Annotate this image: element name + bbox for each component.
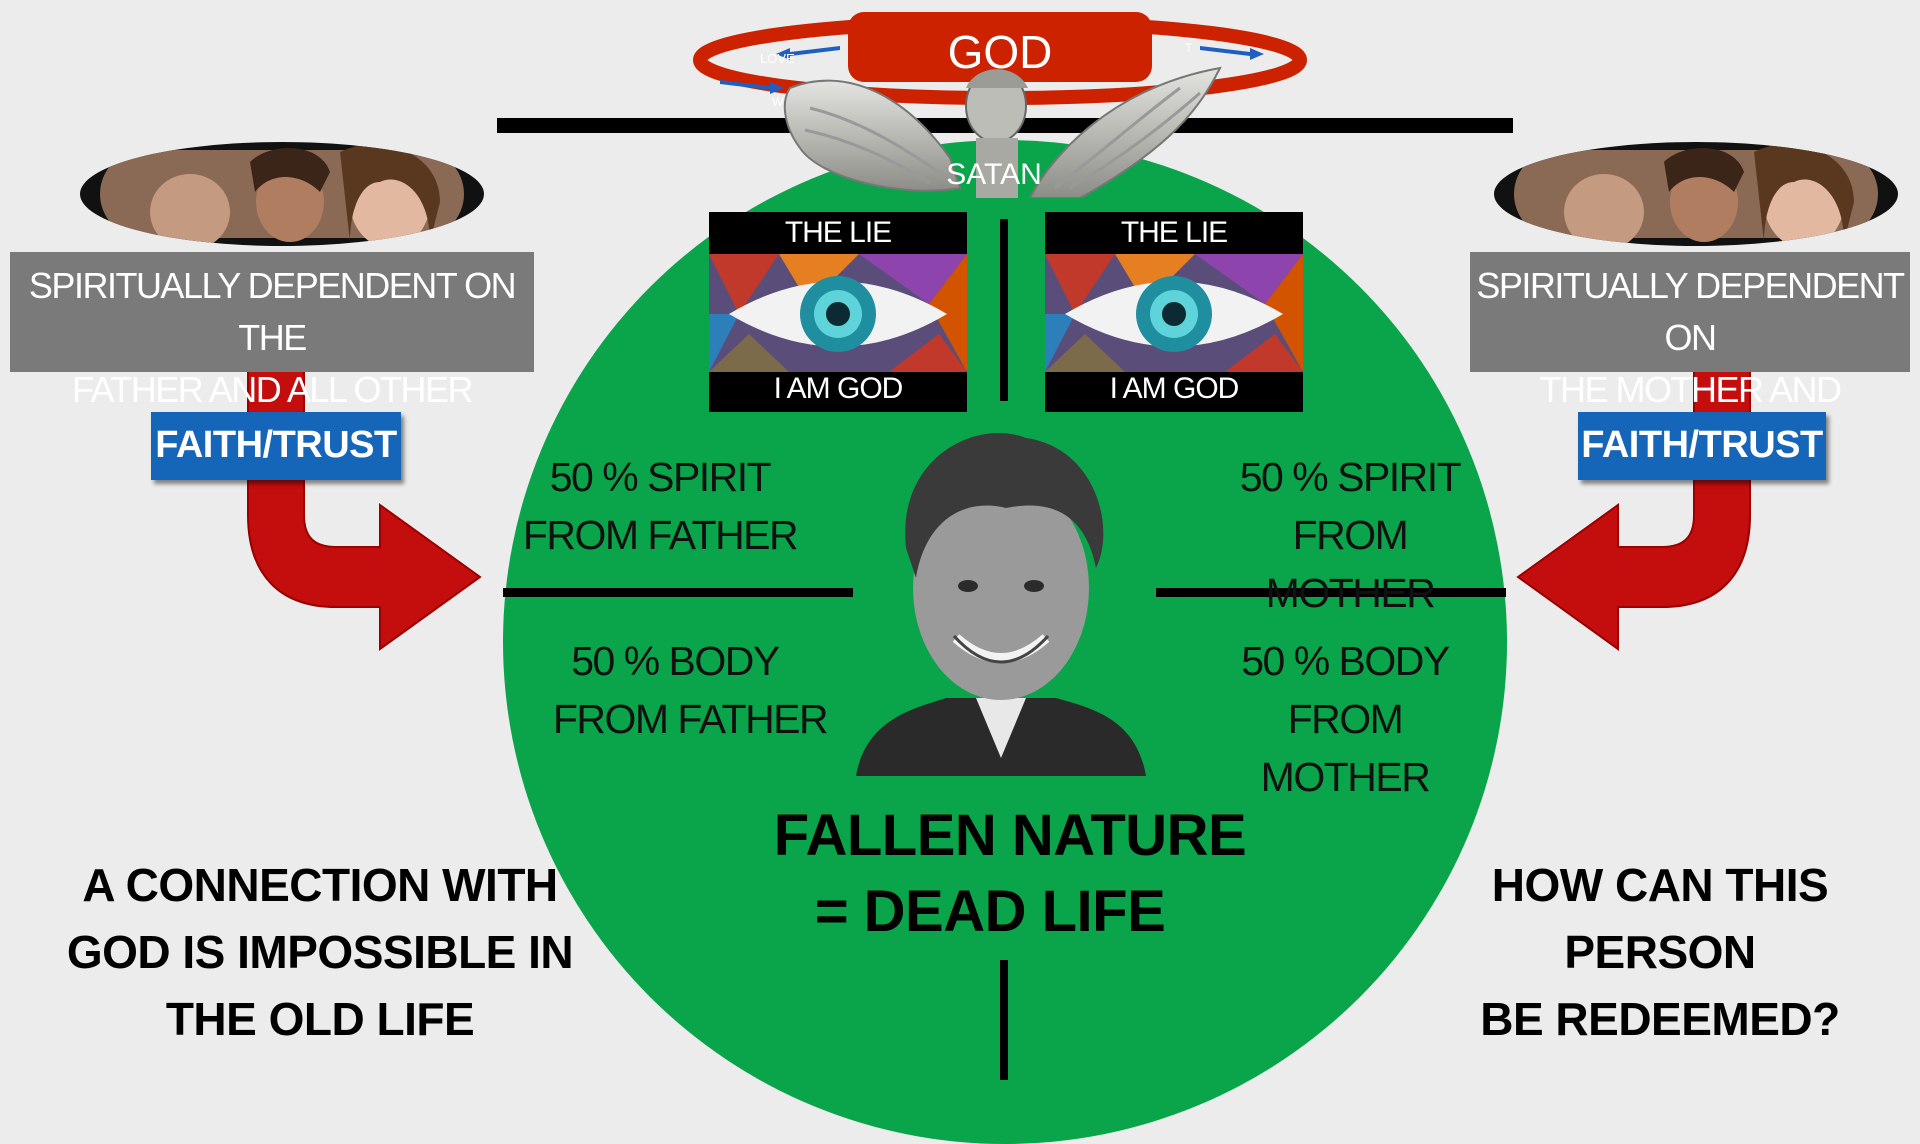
left-statement-line2: GOD IS IMPOSSIBLE IN — [66, 926, 574, 978]
center-top-divider — [1000, 219, 1008, 401]
blue-arrow-icon — [1200, 46, 1264, 60]
person-portrait-image — [856, 432, 1146, 776]
left-red-arrow-icon — [247, 365, 482, 651]
right-box-line1: SPIRITUALLY DEPENDENT ON — [1476, 265, 1905, 358]
left-statement-line3: THE OLD LIFE — [165, 993, 475, 1045]
satan-label: SATAN — [946, 158, 1042, 191]
god-banner — [848, 12, 1152, 82]
right-bottom-question: HOW CAN THIS PERSON BE REDEEMED? — [1400, 852, 1920, 1053]
left-bottom-statement: A CONNECTION WITH GOD IS IMPOSSIBLE IN T… — [40, 852, 600, 1053]
left-dependency-box: SPIRITUALLY DEPENDENT ON THE FATHER AND … — [10, 252, 534, 462]
right-faith-trust-badge: FAITH/TRUST — [1578, 412, 1826, 480]
lie-box-bottom-label: I AM GOD — [1109, 372, 1240, 405]
body-from-father-text: 50 % BODY FROM FATHER — [540, 632, 840, 748]
ring-word-t: T — [1185, 41, 1193, 55]
body-from-mother-text: 50 % BODY FROM MOTHER — [1205, 632, 1485, 806]
fallen-nature-line1: FALLEN NATURE — [773, 803, 1247, 868]
ring-word-love: LOVE — [760, 51, 795, 66]
right-people-photo — [1494, 142, 1898, 246]
lie-box-bottom-label: I AM GOD — [773, 372, 904, 405]
left-wing-shape — [783, 79, 962, 192]
fallen-nature-caption: FALLEN NATURE = DEAD LIFE — [770, 798, 1250, 950]
eye-image — [709, 254, 967, 372]
body-father-line1: 50 % BODY — [571, 638, 780, 684]
satan-statue-image: SATAN — [783, 66, 1222, 198]
eye-image — [1045, 254, 1303, 372]
spirit-from-father-text: 50 % SPIRIT FROM FATHER — [520, 448, 800, 564]
lie-box-top-label: THE LIE — [1120, 216, 1228, 249]
spirit-father-line2: FROM FATHER — [522, 512, 799, 558]
spirit-from-mother-text: 50 % SPIRIT FROM MOTHER — [1210, 448, 1490, 622]
right-question-line1: HOW CAN THIS PERSON — [1491, 859, 1829, 978]
right-quadrant-divider — [1156, 588, 1506, 597]
lie-box-top-label: THE LIE — [784, 216, 892, 249]
lie-box-right: THE LIE I AM GOD — [1045, 212, 1303, 412]
body-mother-line2: FROM MOTHER — [1260, 696, 1431, 800]
left-statement-line1: A CONNECTION WITH — [82, 859, 558, 911]
spirit-mother-line1: 50 % SPIRIT — [1239, 454, 1462, 500]
spirit-mother-line2: FROM MOTHER — [1265, 512, 1436, 616]
left-box-line1: SPIRITUALLY DEPENDENT ON THE — [28, 265, 517, 358]
right-question-line2: BE REDEEMED? — [1480, 993, 1840, 1045]
body-father-line2: FROM FATHER — [552, 696, 829, 742]
fallen-nature-line2: = DEAD LIFE — [814, 879, 1166, 944]
left-people-photo — [80, 142, 484, 246]
blue-arrow-icon — [776, 46, 840, 60]
lie-box-left: THE LIE I AM GOD — [709, 212, 967, 412]
right-red-arrow-icon — [1516, 365, 1751, 651]
body-mother-line1: 50 % BODY — [1241, 638, 1450, 684]
left-faith-trust-badge: FAITH/TRUST — [151, 412, 401, 480]
spirit-father-line1: 50 % SPIRIT — [549, 454, 772, 500]
blue-arrow-icon — [720, 80, 784, 94]
right-dependency-box: SPIRITUALLY DEPENDENT ON THE MOTHER AND … — [1470, 252, 1910, 462]
left-quadrant-divider — [503, 588, 853, 597]
center-bottom-divider — [1000, 960, 1008, 1080]
